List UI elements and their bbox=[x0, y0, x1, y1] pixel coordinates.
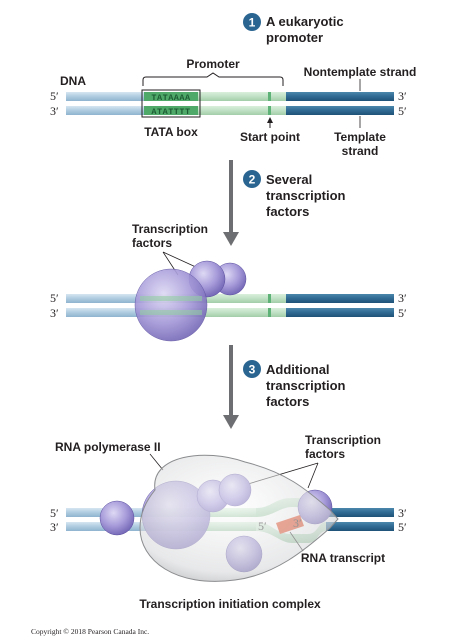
tf-label-2-line2: factors bbox=[132, 236, 172, 250]
end-3-top-right-2: 3′ bbox=[398, 291, 407, 305]
end-5-bottom-right-1: 5′ bbox=[398, 104, 407, 118]
start-point-mark-bottom bbox=[268, 106, 271, 115]
end-5-top-left-1: 5′ bbox=[50, 89, 59, 103]
end-3-bottom-left-1: 3′ bbox=[50, 104, 59, 118]
end-5-top-left-2: 5′ bbox=[50, 291, 59, 305]
step-1-number: 1 bbox=[249, 16, 256, 30]
end-5-bottom-right-2: 5′ bbox=[398, 306, 407, 320]
step-1-title-line1: A eukaryotic bbox=[266, 14, 344, 29]
step-3: 3 Additional transcription factors RNA p… bbox=[50, 360, 407, 611]
step-2-number: 2 bbox=[249, 173, 256, 187]
initiation-complex-label: Transcription initiation complex bbox=[139, 597, 321, 611]
tata-bottom-sequence: ATATTTT bbox=[151, 107, 190, 117]
step-2-badge bbox=[243, 170, 261, 188]
promoter-region-bottom bbox=[144, 106, 286, 115]
nontemplate-strand-label: Nontemplate strand bbox=[304, 65, 417, 79]
tf-protein-left bbox=[99, 500, 135, 536]
start-point-mark-top bbox=[268, 92, 271, 101]
tf-label-2-line1: Transcription bbox=[132, 222, 208, 236]
step-2-title-line2: transcription bbox=[266, 188, 346, 203]
step-3-title-line2: transcription bbox=[266, 378, 346, 393]
end-5-bottom-right-3: 5′ bbox=[398, 520, 407, 534]
end-3-top-right-1: 3′ bbox=[398, 89, 407, 103]
step-2-title-line1: Several bbox=[266, 172, 312, 187]
end-5-top-left-3: 5′ bbox=[50, 506, 59, 520]
step-3-number: 3 bbox=[249, 363, 256, 377]
copyright-notice: Copyright © 2018 Pearson Canada Inc. bbox=[31, 627, 149, 636]
promoter-region-top bbox=[144, 92, 286, 101]
end-3-top-right-3: 3′ bbox=[398, 506, 407, 520]
step-1: 1 A eukaryotic promoter DNA Promoter Non… bbox=[50, 13, 416, 158]
end-3-bottom-left-3: 3′ bbox=[50, 520, 59, 534]
step-2-title-line3: factors bbox=[266, 204, 309, 219]
process-arrow-2 bbox=[223, 345, 239, 429]
step-3-badge bbox=[243, 360, 261, 378]
dna-label: DNA bbox=[60, 74, 86, 88]
tf-protein-large bbox=[134, 268, 208, 342]
dna-double-helix-2 bbox=[66, 294, 394, 317]
step-3-title-line3: factors bbox=[266, 394, 309, 409]
tata-box-label: TATA box bbox=[144, 125, 198, 139]
polymerase-leader-line bbox=[149, 453, 164, 471]
template-strand-label-line1: Template bbox=[334, 130, 386, 144]
tf-label-3-line2: factors bbox=[305, 447, 345, 461]
start-point-label: Start point bbox=[240, 130, 300, 144]
promoter-bracket bbox=[142, 72, 284, 86]
end-3-bottom-left-2: 3′ bbox=[50, 306, 59, 320]
step-1-badge bbox=[243, 13, 261, 31]
rna-transcript-label: RNA transcript bbox=[301, 551, 385, 565]
step-3-title-line1: Additional bbox=[266, 362, 330, 377]
tata-box-outline bbox=[141, 89, 201, 118]
tf-label-3-line1: Transcription bbox=[305, 433, 381, 447]
step-2: 2 Several transcription factors Transcri… bbox=[50, 170, 407, 342]
promoter-label: Promoter bbox=[186, 57, 240, 71]
start-point-arrowhead bbox=[267, 117, 273, 123]
transcription-factors-2 bbox=[134, 260, 247, 342]
dna-double-helix-1: TATAAAA ATATTTT bbox=[66, 89, 394, 118]
tata-top-sequence: TATAAAA bbox=[151, 93, 191, 103]
template-strand-label-line2: strand bbox=[342, 144, 379, 158]
process-arrow-1 bbox=[223, 160, 239, 246]
rna-polymerase-label: RNA polymerase II bbox=[55, 440, 161, 454]
step-1-title-line2: promoter bbox=[266, 30, 323, 45]
rna-polymerase-ii bbox=[139, 454, 339, 582]
